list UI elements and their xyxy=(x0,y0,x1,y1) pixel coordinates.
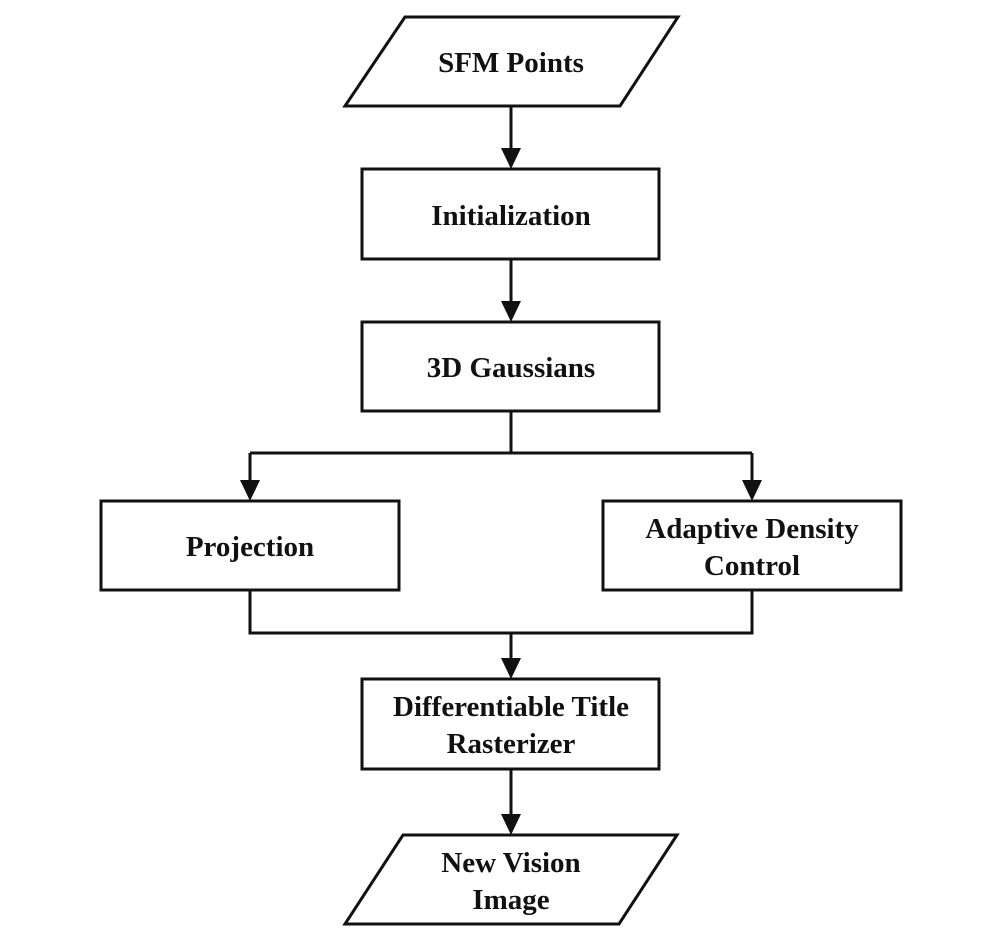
sfm-points-node: SFM Points xyxy=(342,15,681,108)
gaussians-label: 3D Gaussians xyxy=(427,352,595,384)
projection-node: Projection xyxy=(99,499,401,592)
rasterizer-shape xyxy=(360,677,661,771)
arrowhead xyxy=(501,814,521,835)
arrowhead xyxy=(501,148,521,169)
new-vision-shape xyxy=(342,833,680,926)
new-vision-label-line1: New Vision xyxy=(441,847,580,879)
gaussians-node: 3D Gaussians xyxy=(360,320,661,413)
arrowhead xyxy=(501,301,521,322)
arrowhead xyxy=(501,658,521,679)
initialization-node: Initialization xyxy=(360,167,661,261)
edge-rasterizer-to-new-vision xyxy=(501,769,521,835)
projection-shape xyxy=(99,499,401,592)
edge-gaussians-split xyxy=(240,411,762,501)
new-vision-node: New Vision Image xyxy=(342,833,680,926)
rasterizer-node: Differentiable Title Rasterizer xyxy=(360,677,661,771)
adaptive-density-shape xyxy=(601,499,903,592)
sfm-points-label: SFM Points xyxy=(438,47,584,79)
adaptive-density-node: Adaptive Density Control xyxy=(601,499,903,592)
edge-merge-to-rasterizer xyxy=(248,590,754,679)
new-vision-label-line2: Image xyxy=(472,884,549,916)
initialization-label: Initialization xyxy=(431,200,591,232)
adaptive-density-label-line2: Control xyxy=(704,550,800,582)
projection-label: Projection xyxy=(186,531,314,563)
gaussians-shape xyxy=(360,320,661,413)
arrowhead xyxy=(240,480,260,501)
edge-sfm-to-initialization xyxy=(501,106,521,169)
arrowhead xyxy=(742,480,762,501)
edge-initialization-to-gaussians xyxy=(501,259,521,322)
initialization-shape xyxy=(360,167,661,261)
adaptive-density-label-line1: Adaptive Density xyxy=(645,513,859,545)
rasterizer-label-line2: Rasterizer xyxy=(447,728,576,760)
rasterizer-label-line1: Differentiable Title xyxy=(393,691,629,723)
sfm-points-shape xyxy=(342,15,681,108)
